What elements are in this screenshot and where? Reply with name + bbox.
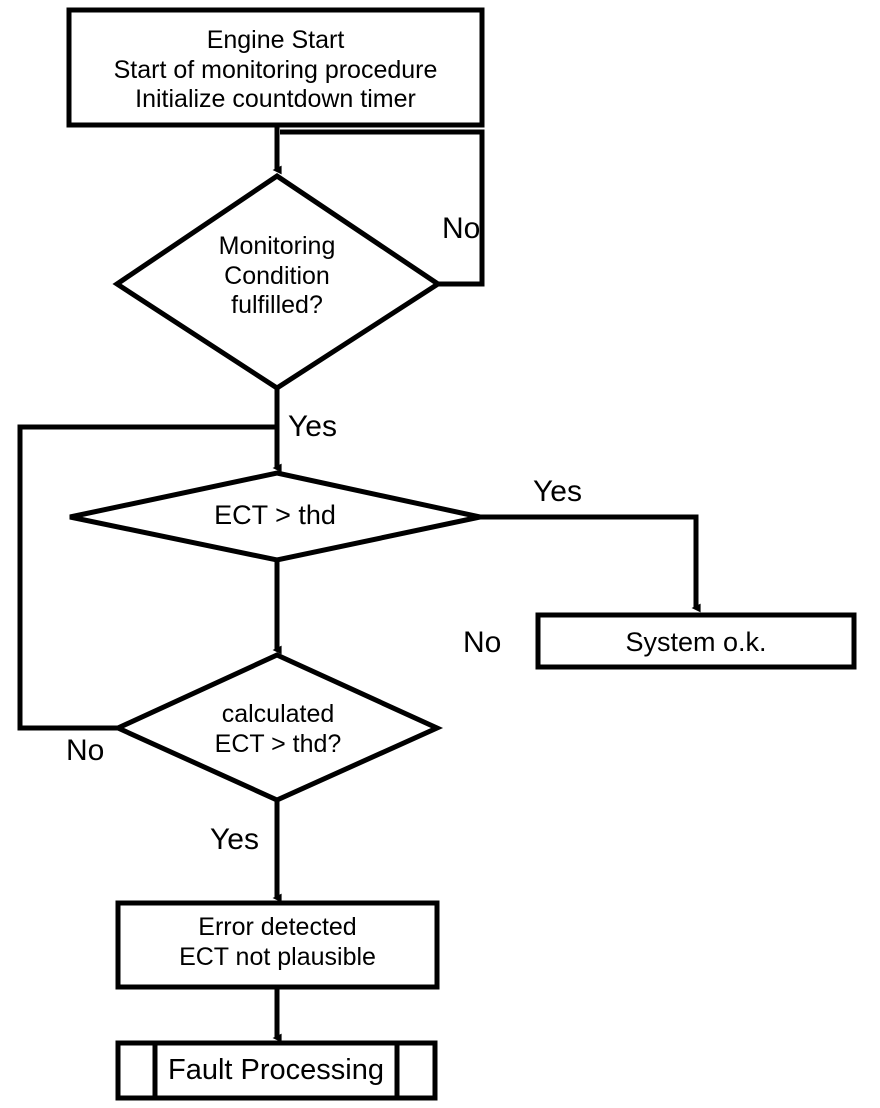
system-ok-box[interactable] <box>535 612 857 670</box>
ect-gt-thd-diamond[interactable] <box>69 470 481 563</box>
edge-monitoring-no-loop <box>280 129 485 287</box>
engine-start-box[interactable] <box>66 7 485 128</box>
edge-label-ect-yes: Yes <box>533 475 582 508</box>
edge-label-calculated-no: No <box>66 734 105 767</box>
edge-ect-yes-to-system-ok <box>480 514 701 613</box>
edge-label-calculated-yes: Yes <box>210 823 259 856</box>
edge-label-ect-no: No <box>463 626 502 659</box>
edge-label-monitoring-no: No <box>442 212 481 245</box>
error-detected-box[interactable] <box>115 900 440 990</box>
edge-label-monitoring-yes: Yes <box>288 410 337 443</box>
calculated-ect-diamond[interactable] <box>111 652 444 803</box>
edge-calculated-no-loop <box>17 424 277 731</box>
fault-processing-box[interactable] <box>115 1040 438 1101</box>
monitoring-condition-diamond[interactable] <box>112 172 443 391</box>
